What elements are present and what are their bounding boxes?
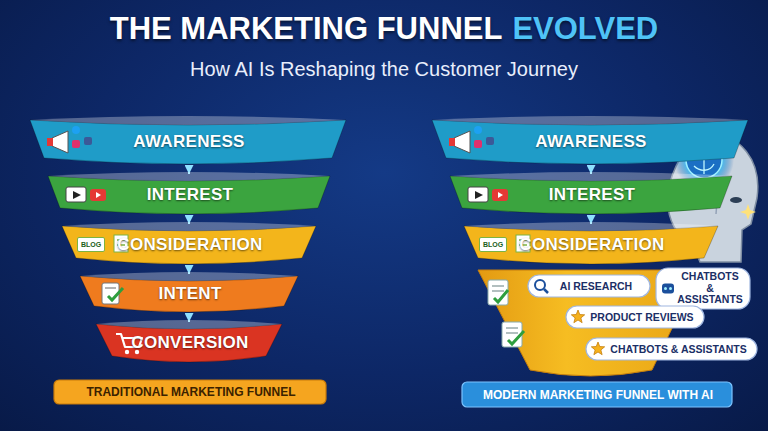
stage-label: INTEREST [147,185,233,205]
ai-tool-pill: CHATBOTS & ASSISTANTS [586,338,757,360]
funnel-caption-pill: MODERN MARKETING FUNNEL WITH AI [462,382,732,407]
stage-label: AWARENESS [133,132,244,152]
icon-label: BLOG [479,237,507,252]
funnel-stage: AWARENESS [432,118,748,166]
subtitle: How AI Is Reshaping the Customer Journey [0,58,768,81]
stage-label: CONSIDERATION [519,235,664,255]
funnel-stage: INTEREST [450,174,732,216]
stage-label: INTEREST [549,185,635,205]
icon-label: BLOG [77,237,105,252]
checklist-icon [488,280,508,305]
stage-label: CONSIDERATION [117,235,262,255]
funnel-caption-pill: TRADITIONAL MARKETING FUNNEL [54,380,326,404]
funnel-stage: INTEREST [48,174,330,216]
stage-label: CONVERSION [131,333,248,353]
checklist-icon [502,322,524,347]
title: THE MARKETING FUNNEL [110,11,503,47]
pill-label: CHATBOTS & ASSISTANTS [610,343,746,355]
pill-label: TRADITIONAL MARKETING FUNNEL [86,385,295,399]
pill-label: CHATBOTS & ASSISTANTS [677,271,743,306]
pill-label: AI RESEARCH [560,280,632,292]
stage-label: AWARENESS [535,132,646,152]
funnel-stage: AWARENESS [30,118,346,166]
funnel-stage: CONVERSION [96,322,282,364]
title-row: THE MARKETING FUNNELEVOLVED [0,6,768,52]
ai-tool-pill: PRODUCT REVIEWS [566,306,704,328]
ai-tool-pill: CHATBOTS & ASSISTANTS [656,268,750,309]
pill-label: MODERN MARKETING FUNNEL WITH AI [483,388,713,402]
title-accent: EVOLVED [512,11,658,47]
ai-tool-pill: AI RESEARCH [528,275,650,297]
funnel-stage: INTENT [80,274,298,314]
stage-label: INTENT [158,284,221,304]
pill-label: PRODUCT REVIEWS [590,311,693,323]
